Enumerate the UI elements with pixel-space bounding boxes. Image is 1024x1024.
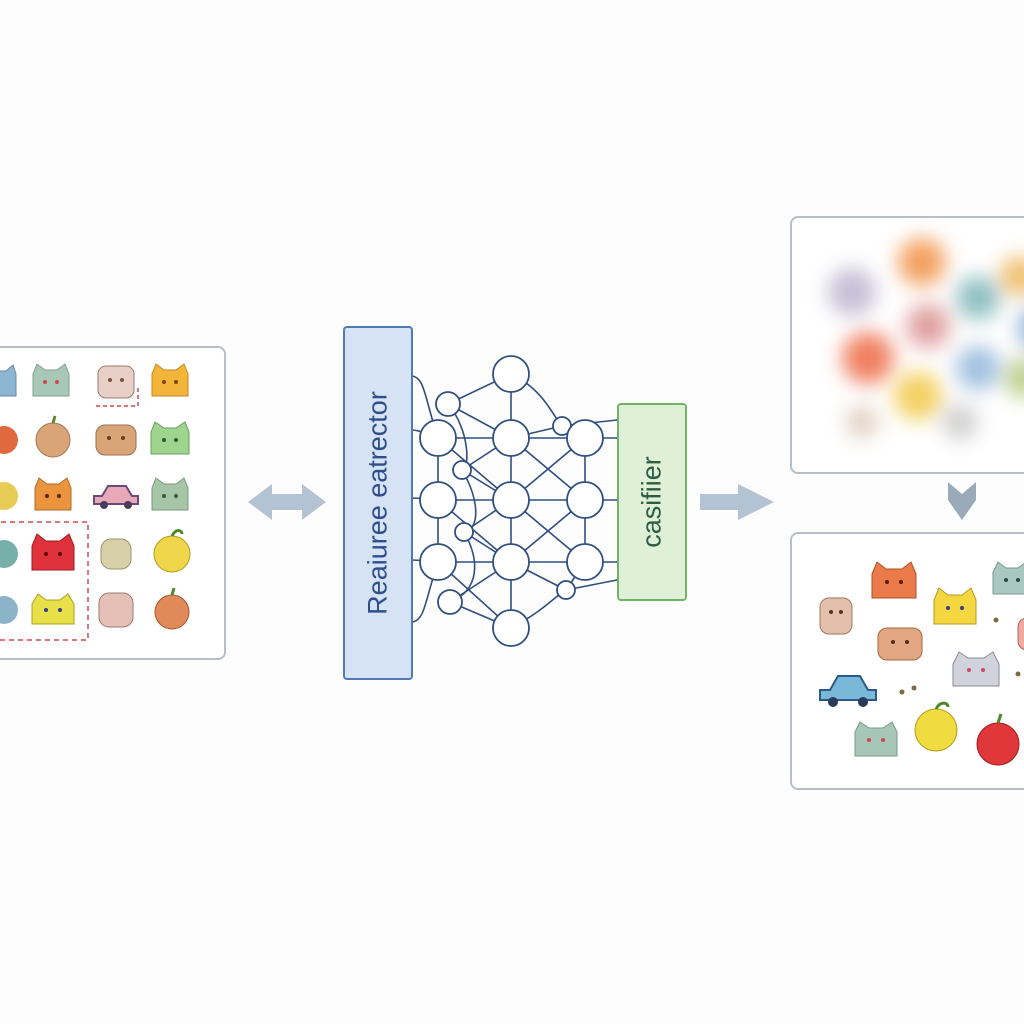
network-node [492,419,530,457]
network-node [492,609,530,647]
cat-icon [0,482,18,510]
cat-icon [871,561,917,599]
network-node [566,419,604,457]
feature-extractor-block: Reaiuree eatrector [343,326,413,680]
cat-icon [151,477,189,511]
double-arrow-icon [248,484,326,520]
cat-icon [151,363,189,397]
down-arrow-icon [948,482,976,520]
cat-icon [854,721,898,757]
network-node [492,543,530,581]
selection-outline [0,521,89,641]
cat-icon [0,364,17,397]
network-node [492,355,530,393]
cat-icon [952,651,1000,687]
network-node [435,391,461,417]
cat-icon [98,592,134,628]
cat-icon [97,365,135,399]
network-node [492,481,530,519]
input-images-grid [0,363,191,641]
classifier-label: casifiier [636,456,667,548]
apple-icon [35,415,71,458]
apple-icon [976,713,1020,766]
network-node [566,481,604,519]
cat-icon [992,561,1024,595]
blurred-features-panel [790,216,1024,474]
scatter-dots [899,617,1021,695]
cat-icon [819,597,853,635]
right-arrow-icon [700,484,774,520]
network-node [419,481,457,519]
network-node [437,589,463,615]
car-icon [819,675,877,707]
apple-icon [154,587,190,630]
cat-icon [0,596,18,624]
cat-icon [34,477,72,511]
apple-icon [153,529,191,573]
apple-icon [0,426,18,454]
network-node [452,460,472,480]
network-node [419,419,457,457]
cat-icon [31,533,75,571]
network-nodes [419,355,604,647]
cat-icon [95,424,137,456]
cat-icon [32,363,70,397]
network-node [419,543,457,581]
car-icon [93,485,139,509]
network-node [566,543,604,581]
feature-extractor-label: Reaiuree eatrector [362,391,393,615]
network-node [556,580,576,600]
network-node [454,522,474,542]
cat-icon [933,587,977,625]
output-results-items [819,561,1024,766]
cat-icon [1017,617,1024,651]
blurred-features-image [828,238,1024,440]
cat-icon [150,421,190,455]
input-images-panel [0,346,226,660]
selection-outline [96,388,139,407]
cat-icon [31,593,75,625]
cat-icon [0,540,18,568]
output-results-panel [790,532,1024,790]
classifier-block: casifiier [617,403,687,601]
apple-icon [914,701,958,752]
cat-icon [877,627,923,661]
cat-icon [100,538,132,570]
